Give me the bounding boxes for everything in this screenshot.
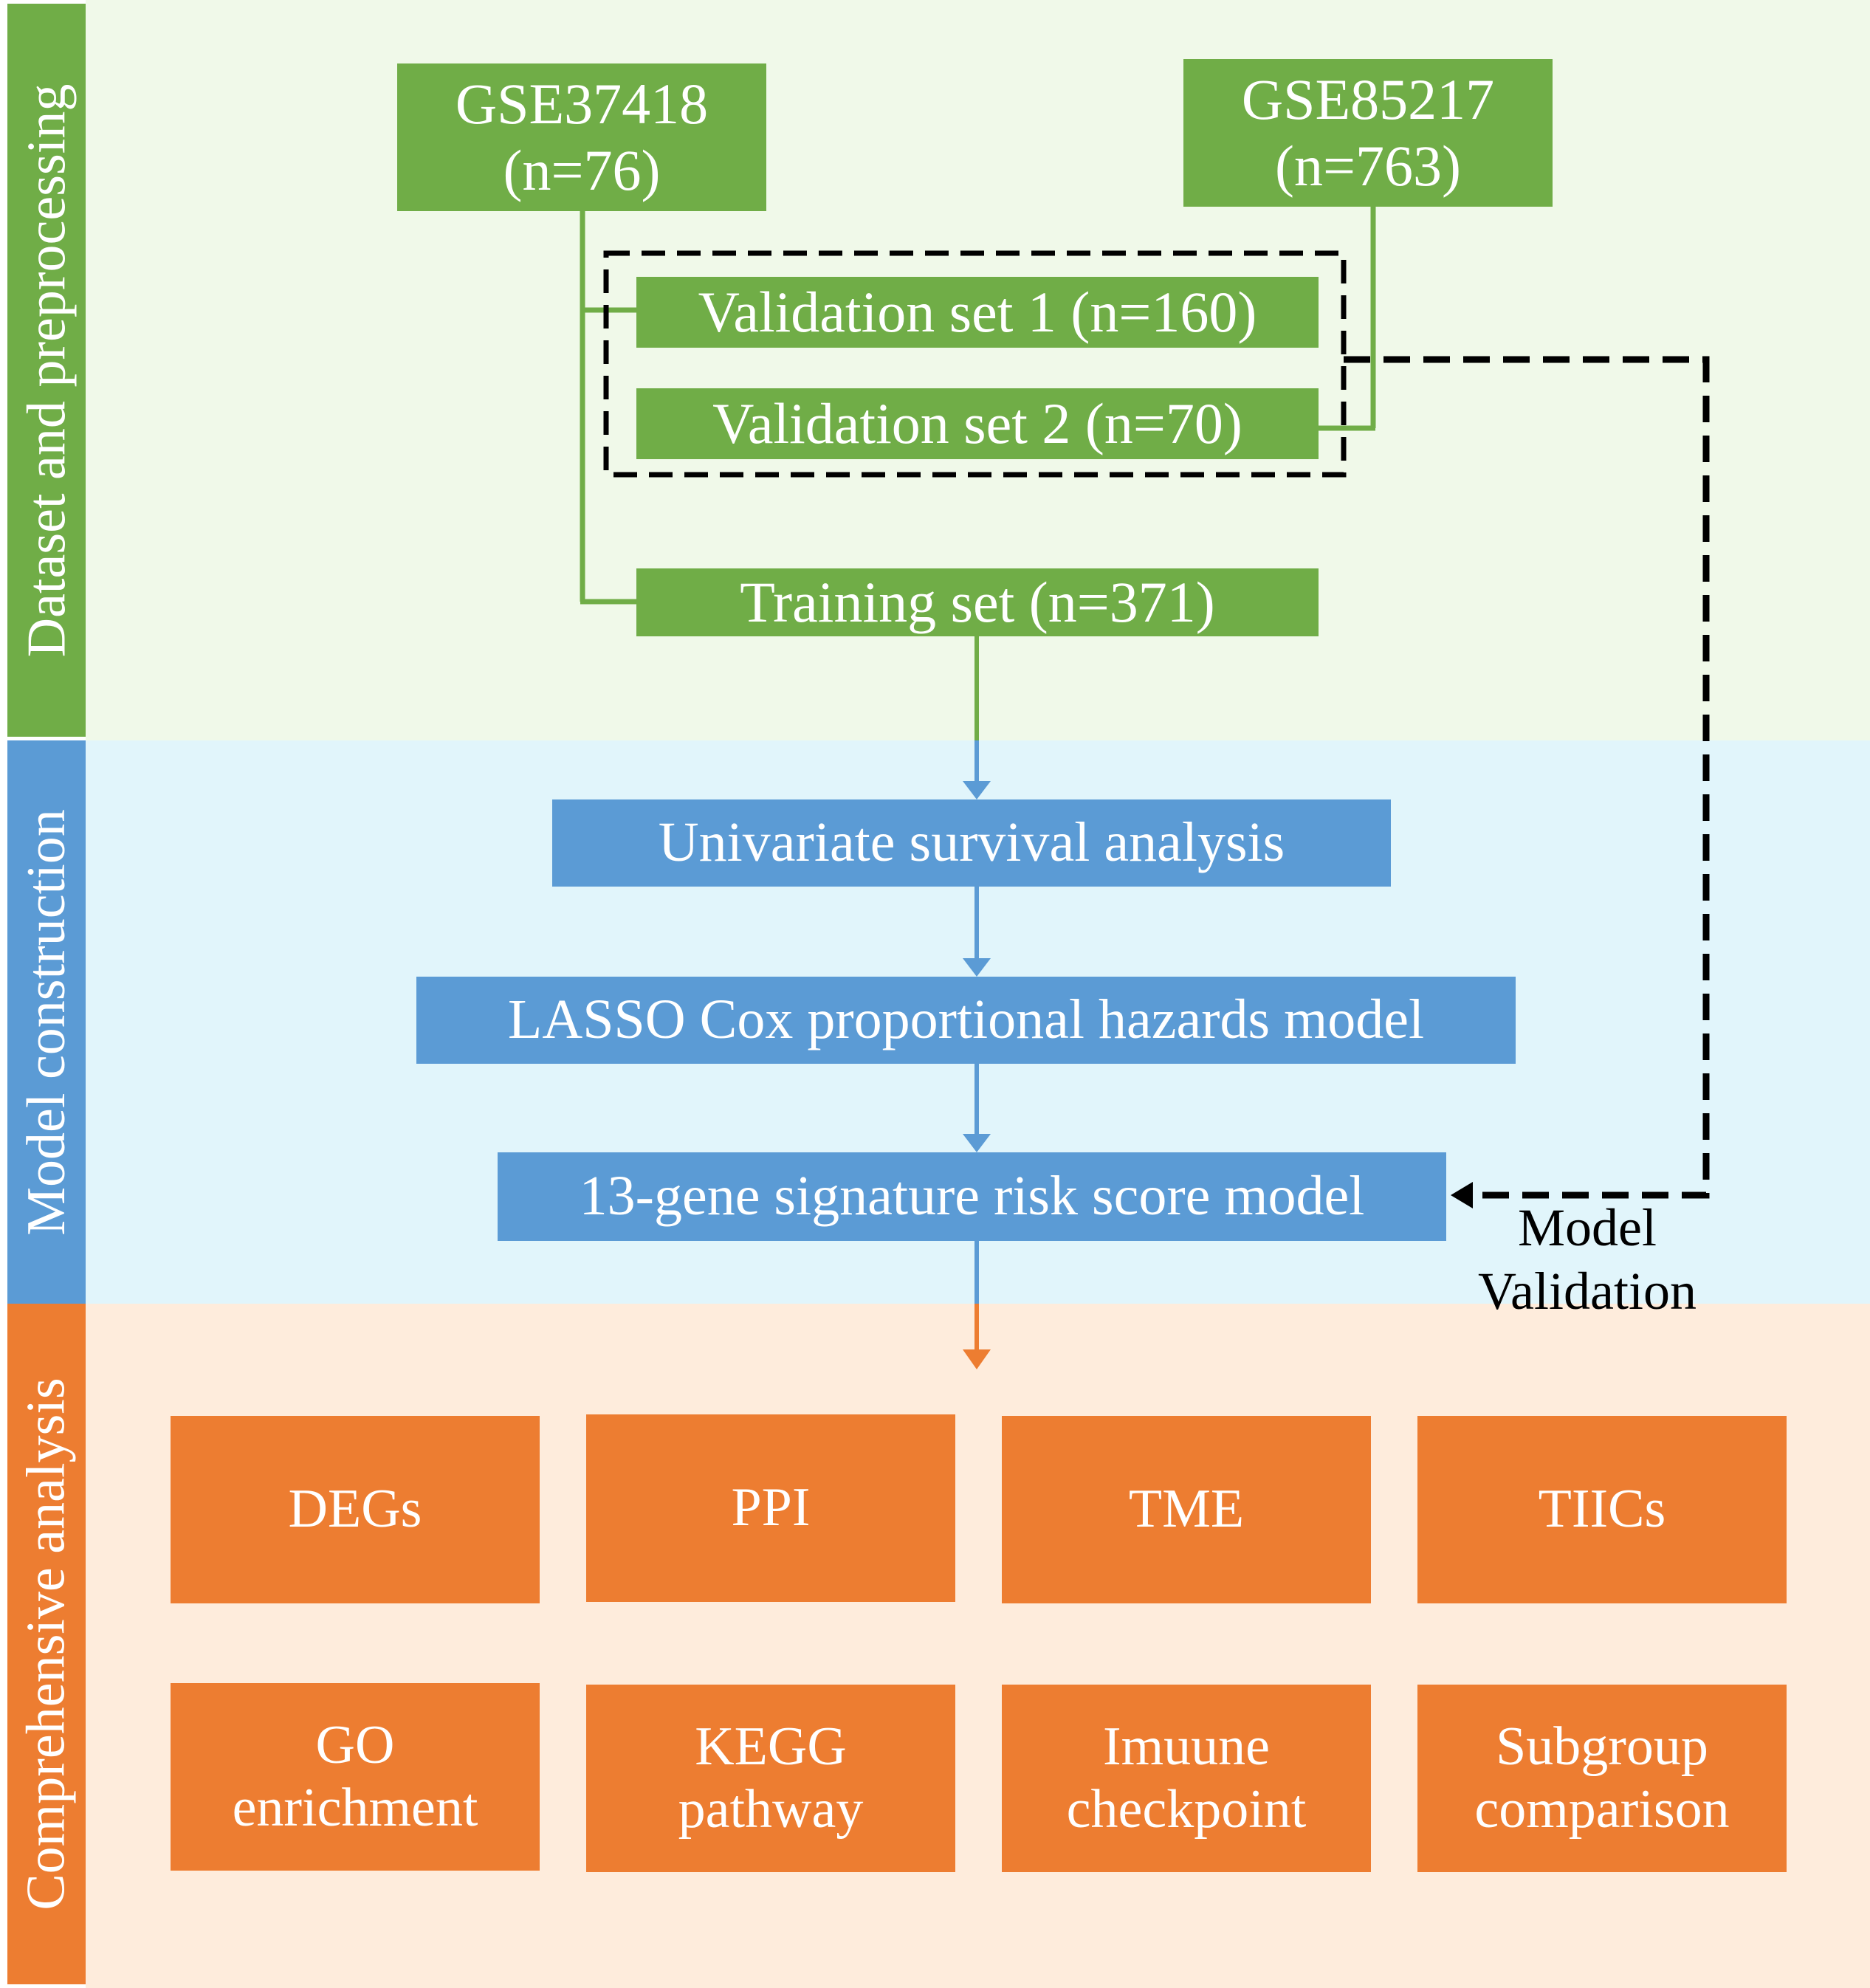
univariate-analysis-box: Univariate survival analysis	[552, 799, 1391, 887]
gse85217-count: (n=763)	[1275, 134, 1461, 198]
validation-set-2-label: Validation set 2 (n=70)	[712, 391, 1242, 456]
model-validation-dashed-path	[1344, 356, 1710, 1199]
kegg-pathway-line2: pathway	[678, 1779, 864, 1840]
signature-model-box: 13-gene signature risk score model	[498, 1152, 1446, 1241]
gse85217-box: GSE85217 (n=763)	[1183, 59, 1553, 207]
go-enrichment-box: GO enrichment	[171, 1683, 540, 1871]
arrowhead-univariate	[963, 781, 991, 799]
kegg-pathway-line1: KEGG	[695, 1716, 847, 1777]
degs-label: DEGs	[288, 1479, 422, 1540]
tme-label: TME	[1128, 1479, 1245, 1540]
ppi-box: PPI	[586, 1414, 955, 1602]
immune-checkpoint-line2: checkpoint	[1066, 1779, 1307, 1840]
section-label-dataset: Dataset and preprocessing	[7, 4, 86, 737]
gse37418-box: GSE37418 (n=76)	[397, 63, 766, 211]
arrowhead-analysis	[963, 1349, 991, 1369]
kegg-pathway-box: KEGG pathway	[586, 1685, 955, 1872]
section-label-model: Model construction	[7, 740, 86, 1304]
model-validation-line2: Validation	[1478, 1262, 1697, 1321]
immune-checkpoint-box: Imuune checkpoint	[1002, 1685, 1371, 1872]
validation-group-dashed-box	[603, 250, 1347, 478]
tme-box: TME	[1002, 1416, 1371, 1603]
subgroup-comparison-line2: comparison	[1474, 1779, 1730, 1840]
go-enrichment-line1: GO	[315, 1714, 395, 1775]
validation-set-2-box: Validation set 2 (n=70)	[636, 388, 1319, 459]
arrowhead-signature	[963, 1134, 991, 1152]
lasso-cox-box: LASSO Cox proportional hazards model	[416, 977, 1516, 1064]
lasso-cox-label: LASSO Cox proportional hazards model	[507, 988, 1425, 1051]
arrowhead-lasso	[963, 958, 991, 977]
gse85217-name: GSE85217	[1241, 67, 1495, 132]
ppi-label: PPI	[731, 1477, 811, 1538]
immune-checkpoint-line1: Imuune	[1102, 1716, 1271, 1777]
training-set-label: Training set (n=371)	[740, 570, 1215, 635]
model-validation-arrowhead	[1451, 1182, 1473, 1208]
model-validation-line1: Model	[1518, 1198, 1657, 1257]
subgroup-comparison-box: Subgroup comparison	[1417, 1685, 1787, 1872]
model-validation-label: Model Validation	[1447, 1196, 1728, 1324]
training-set-box: Training set (n=371)	[636, 568, 1319, 636]
validation-set-1-box: Validation set 1 (n=160)	[636, 277, 1319, 348]
gse37418-count: (n=76)	[503, 138, 661, 202]
section-label-analysis: Comprehensive analysis	[7, 1304, 86, 1984]
tiics-box: TIICs	[1417, 1416, 1787, 1603]
tiics-label: TIICs	[1538, 1479, 1666, 1540]
degs-box: DEGs	[171, 1416, 540, 1603]
go-enrichment-line2: enrichment	[232, 1778, 478, 1838]
subgroup-comparison-line1: Subgroup	[1496, 1716, 1708, 1777]
signature-model-label: 13-gene signature risk score model	[579, 1165, 1365, 1228]
validation-set-1-label: Validation set 1 (n=160)	[698, 280, 1257, 345]
gse37418-name: GSE37418	[455, 72, 709, 137]
univariate-analysis-label: Univariate survival analysis	[658, 811, 1285, 874]
